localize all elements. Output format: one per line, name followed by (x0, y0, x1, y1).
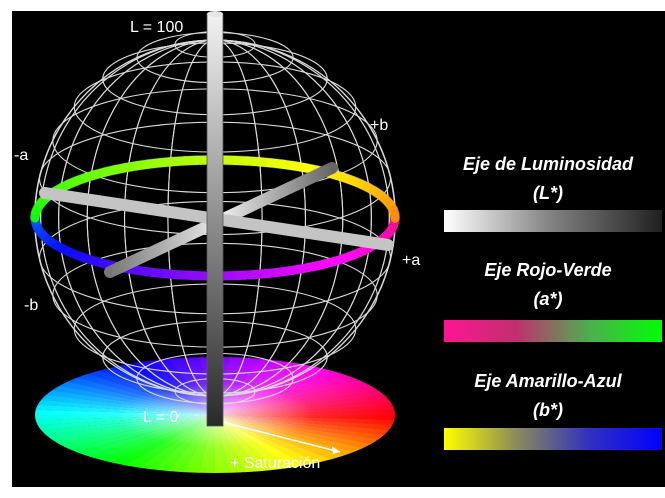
legend-symbol-l: (L*) (533, 183, 563, 203)
legend-title-l: Eje de Luminosidad (463, 154, 634, 174)
legend-title-b: Eje Amarillo-Azul (474, 371, 622, 391)
legend-bar-b (444, 428, 662, 450)
legend-symbol-a: (a*) (533, 289, 562, 309)
legend-symbol-b: (b*) (533, 400, 563, 420)
saturation-label: + Saturación (230, 455, 320, 472)
legend-bar-a (444, 320, 662, 342)
l-100-label: L = 100 (130, 19, 183, 36)
saturation-arrow (221, 421, 341, 453)
l-axis-bar (206, 13, 224, 427)
axis-bars (39, 11, 394, 427)
minus-b-label: -b (24, 297, 38, 314)
minus-a-label: -a (14, 147, 28, 164)
legend: Eje de Luminosidad (L*) Eje Rojo-Verde (… (444, 154, 662, 450)
plus-a-label: +a (402, 252, 420, 269)
saturation-disk (35, 357, 395, 473)
plus-b-label: +b (370, 117, 388, 134)
l-0-label: L = 0 (143, 409, 179, 426)
legend-title-a: Eje Rojo-Verde (484, 260, 611, 280)
legend-bar-l (444, 210, 662, 232)
